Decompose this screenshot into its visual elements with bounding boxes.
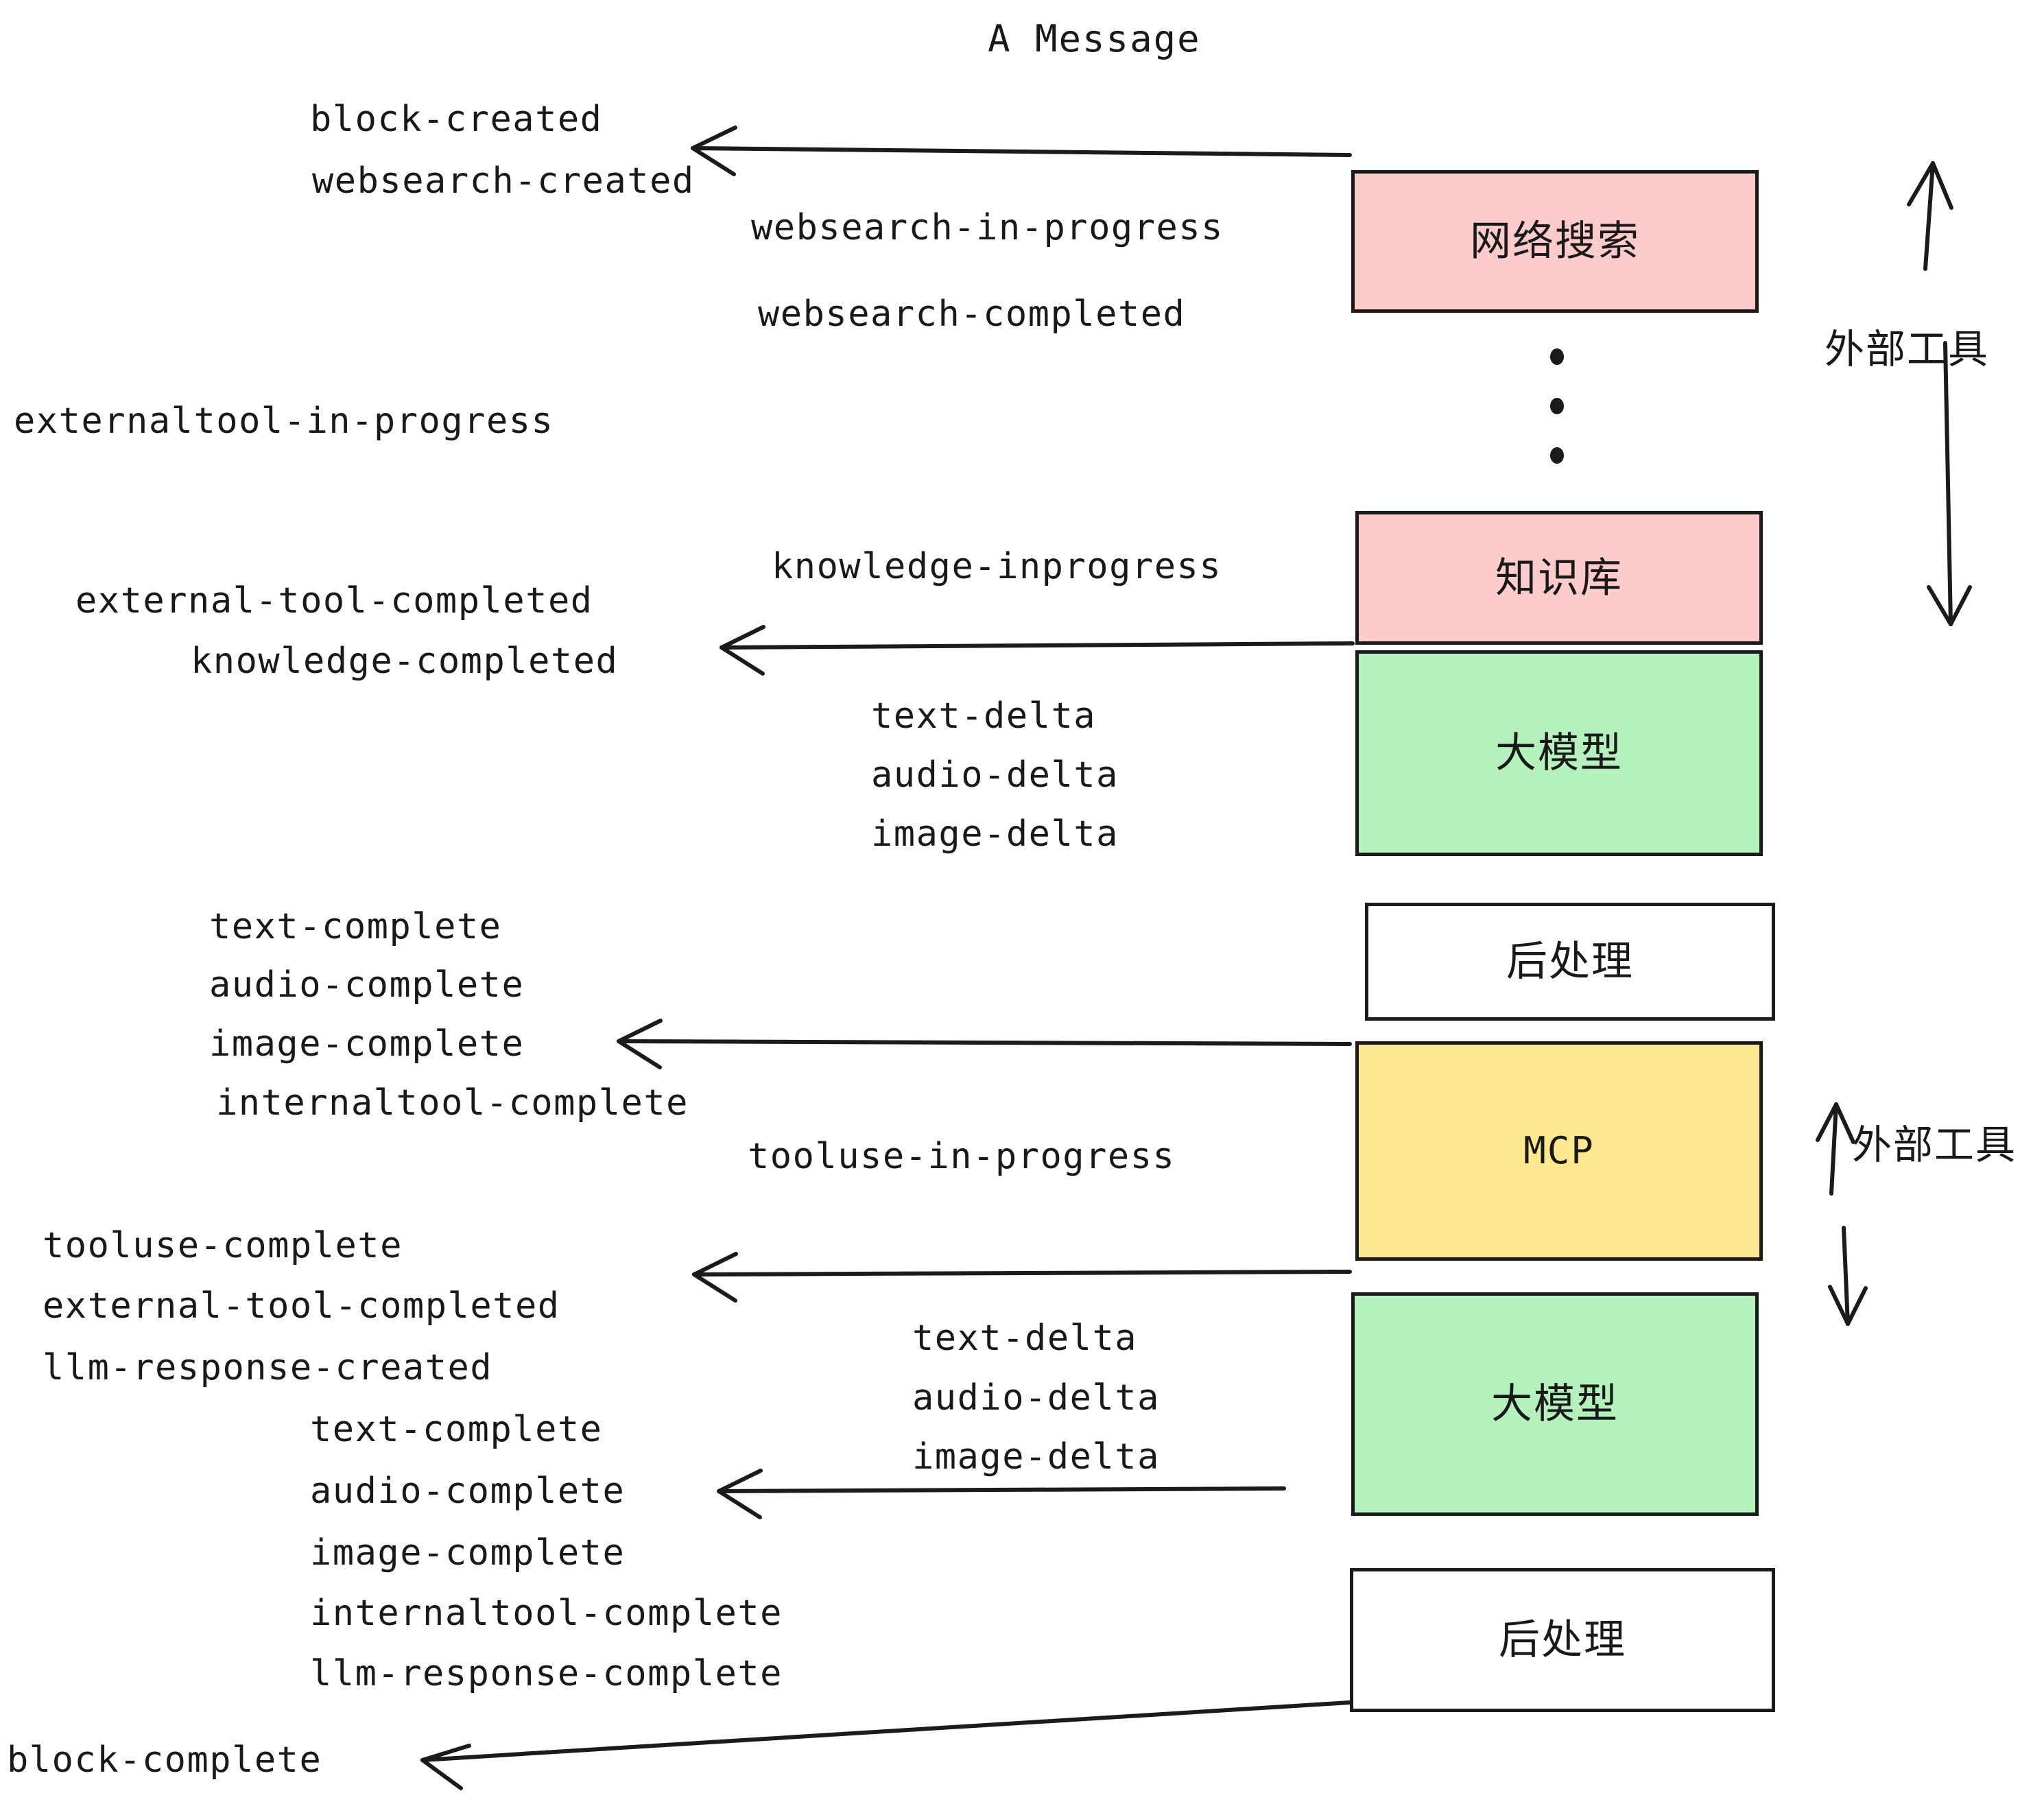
label-external-tools-top: 外部工具	[1825, 326, 1990, 372]
node-llm-2[interactable]: 大模型	[1351, 1292, 1759, 1516]
diagram-title: A Message	[988, 17, 1201, 60]
event-external-tool-completed-2: external-tool-completed	[43, 1285, 560, 1327]
event-image-delta-1: image-delta	[871, 814, 1119, 855]
event-block-complete: block-complete	[7, 1740, 322, 1781]
event-knowledge-completed: knowledge-completed	[191, 641, 619, 682]
node-knowledge-label: 知识库	[1495, 554, 1623, 602]
event-block-created: block-created	[310, 99, 603, 140]
node-postprocess-1[interactable]: 后处理	[1365, 903, 1775, 1021]
ellipsis-dot-1	[1550, 348, 1564, 365]
arrow-external-tools-top-down	[1927, 341, 1972, 626]
event-tooluse-complete: tooluse-complete	[43, 1225, 403, 1266]
event-image-complete-2: image-complete	[310, 1532, 626, 1574]
event-audio-delta-2: audio-delta	[912, 1377, 1160, 1419]
arrow-postprocess-to-image-complete	[617, 1019, 1352, 1069]
ellipsis-dot-3	[1550, 447, 1564, 464]
event-audio-complete-1: audio-complete	[209, 964, 525, 1006]
event-websearch-completed: websearch-completed	[758, 294, 1186, 335]
arrow-mcp-to-tooluse-complete	[692, 1252, 1352, 1303]
arrow-websearch-to-created	[691, 126, 1352, 176]
event-llm-response-created: llm-response-created	[43, 1347, 493, 1388]
event-text-delta-1: text-delta	[871, 696, 1097, 737]
event-image-complete-1: image-complete	[209, 1023, 525, 1065]
node-postprocess-2[interactable]: 后处理	[1350, 1568, 1775, 1712]
ellipsis-dot-2	[1550, 398, 1564, 414]
node-mcp-label: MCP	[1523, 1129, 1595, 1172]
event-text-delta-2: text-delta	[912, 1318, 1138, 1359]
arrow-external-tools-bottom-up	[1816, 1102, 1855, 1196]
event-internaltool-complete-1: internaltool-complete	[216, 1082, 689, 1124]
event-llm-response-complete: llm-response-complete	[310, 1653, 783, 1694]
event-audio-complete-2: audio-complete	[310, 1471, 626, 1512]
label-external-tools-bottom: 外部工具	[1852, 1121, 2017, 1168]
event-externaltool-in-progress: externaltool-in-progress	[14, 401, 554, 442]
event-external-tool-completed-1: external-tool-completed	[75, 580, 593, 621]
event-knowledge-inprogress: knowledge-inprogress	[772, 546, 1222, 587]
node-llm-2-label: 大模型	[1491, 1380, 1619, 1428]
arrow-external-tools-top-up	[1907, 161, 1953, 271]
event-websearch-created: websearch-created	[312, 161, 695, 202]
node-mcp[interactable]: MCP	[1355, 1041, 1763, 1261]
event-text-complete-2: text-complete	[310, 1409, 603, 1450]
node-postprocess-1-label: 后处理	[1506, 938, 1634, 986]
node-knowledge[interactable]: 知识库	[1355, 511, 1763, 645]
event-image-delta-2: image-delta	[912, 1436, 1160, 1477]
node-websearch-label: 网络搜索	[1470, 217, 1640, 265]
event-audio-delta-1: audio-delta	[871, 755, 1119, 796]
arrow-knowledge-to-completed	[720, 625, 1355, 676]
node-websearch[interactable]: 网络搜索	[1351, 170, 1759, 313]
arrow-llm2-to-audio-complete	[717, 1469, 1286, 1519]
event-websearch-in-progress: websearch-in-progress	[751, 207, 1224, 248]
event-tooluse-in-progress: tooluse-in-progress	[748, 1136, 1176, 1177]
node-llm-1[interactable]: 大模型	[1355, 650, 1763, 856]
arrow-postprocess2-to-block-complete	[420, 1700, 1352, 1790]
event-internaltool-complete-2: internaltool-complete	[310, 1593, 783, 1634]
event-text-complete-1: text-complete	[209, 906, 502, 947]
node-postprocess-2-label: 后处理	[1499, 1616, 1626, 1664]
arrow-external-tools-bottom-down	[1828, 1226, 1868, 1326]
node-llm-1-label: 大模型	[1495, 729, 1623, 777]
